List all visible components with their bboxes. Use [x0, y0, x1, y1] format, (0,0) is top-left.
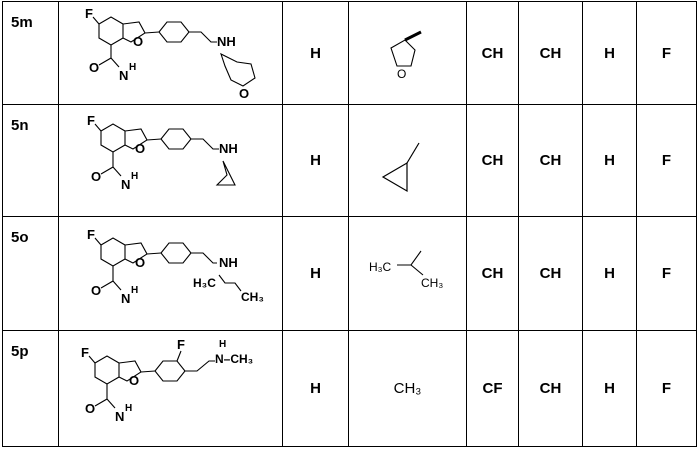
atom-label: H [129, 62, 136, 73]
atom-label: H₃C [193, 276, 216, 290]
r2-cell: CH₃ [349, 331, 467, 447]
r4-cell: F [637, 217, 697, 331]
r3-cell: H [583, 2, 637, 105]
x1-cell: CF [467, 331, 519, 447]
molecule-drawing: F O NH H₃C CH₃ O N H [59, 217, 283, 330]
atom-label: CH₃ [241, 290, 264, 304]
atom-label: NH [219, 141, 238, 156]
compound-id: 5n [3, 105, 59, 217]
r4-cell: F [637, 105, 697, 217]
atom-label: N–CH₃ [215, 352, 253, 366]
x2-cell: CH [519, 217, 583, 331]
atom-label: N [121, 291, 130, 306]
structure-cell: F O NH O N H O [59, 2, 283, 105]
atom-label: O [397, 67, 406, 81]
atom-label: N [121, 177, 130, 192]
r3-cell: H [583, 217, 637, 331]
structure-cell: F O NH O N H [59, 105, 283, 217]
atom-label: N [119, 68, 128, 83]
atom-label: NH [217, 34, 236, 49]
r1-cell: H [283, 105, 349, 217]
methyl-thf-drawing: O [349, 2, 467, 104]
isopropyl-drawing: H₃C CH₃ [349, 217, 467, 330]
r1-cell: H [283, 2, 349, 105]
atom-label: O [129, 373, 139, 388]
atom-label: O [85, 401, 95, 416]
table-row: 5m F O NH O [3, 2, 697, 105]
atom-label: H₃C [369, 260, 392, 274]
compound-id: 5o [3, 217, 59, 331]
molecule-drawing: F O NH O N H O [59, 2, 283, 104]
atom-label: N [115, 409, 124, 424]
atom-label: O [91, 283, 101, 298]
atom-label: F [87, 227, 95, 242]
molecule-drawing: F F O H N–CH₃ O N H [59, 331, 283, 446]
atom-label: CH₃ [421, 276, 443, 290]
atom-label: O [135, 255, 145, 270]
atom-label: F [81, 345, 89, 360]
r3-cell: H [583, 331, 637, 447]
compound-id: 5p [3, 331, 59, 447]
table-row: 5n F O NH O [3, 105, 697, 217]
atom-label: F [85, 6, 93, 21]
structure-cell: F O NH H₃C CH₃ O N H [59, 217, 283, 331]
atom-label: O [239, 86, 249, 101]
table-row: 5p F F O H N [3, 331, 697, 447]
atom-label: H [131, 171, 138, 182]
r2-cell [349, 105, 467, 217]
x1-cell: CH [467, 105, 519, 217]
x2-cell: CH [519, 2, 583, 105]
x2-cell: CH [519, 331, 583, 447]
atom-label: O [135, 141, 145, 156]
atom-label: F [177, 337, 185, 352]
x2-cell: CH [519, 105, 583, 217]
r2-cell: H₃C CH₃ [349, 217, 467, 331]
atom-label: F [87, 113, 95, 128]
table-row: 5o F O NH H₃C [3, 217, 697, 331]
x1-cell: CH [467, 2, 519, 105]
atom-label: H [131, 285, 138, 296]
compound-table: 5m F O NH O [2, 1, 697, 447]
x1-cell: CH [467, 217, 519, 331]
r3-cell: H [583, 105, 637, 217]
atom-label: H [125, 403, 132, 414]
r2-cell: O [349, 2, 467, 105]
compound-id: 5m [3, 2, 59, 105]
r1-cell: H [283, 331, 349, 447]
r4-cell: F [637, 2, 697, 105]
molecule-drawing: F O NH O N H [59, 105, 283, 216]
cyclopropyl-drawing [349, 105, 467, 216]
atom-label: O [133, 34, 143, 49]
r1-cell: H [283, 217, 349, 331]
atom-label: H [219, 339, 226, 350]
atom-label: O [89, 60, 99, 75]
atom-label: O [91, 169, 101, 184]
structure-cell: F F O H N–CH₃ O N H [59, 331, 283, 447]
r4-cell: F [637, 331, 697, 447]
atom-label: NH [219, 255, 238, 270]
